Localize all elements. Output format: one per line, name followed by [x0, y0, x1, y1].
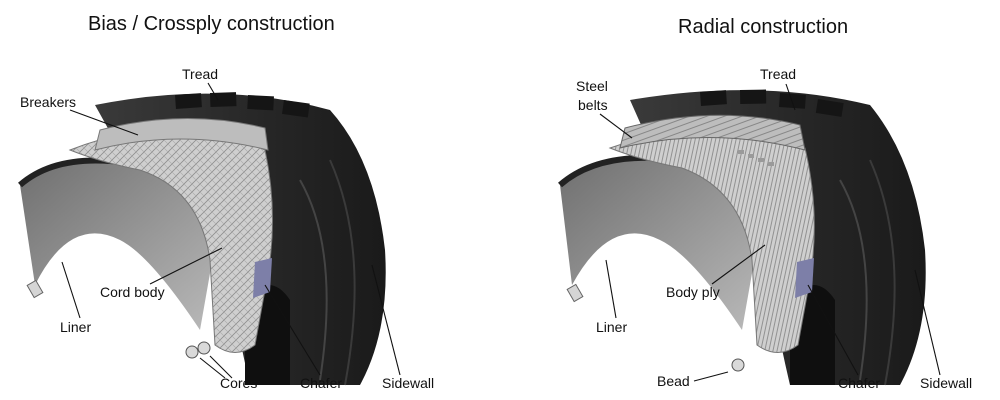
bias-label-cord-body: Cord body — [100, 284, 165, 300]
bias-label-chafer: Chafer — [300, 375, 342, 391]
bias-tread-blocks — [175, 92, 310, 118]
bias-label-breakers: Breakers — [20, 94, 76, 110]
bias-tire-illustration — [18, 92, 386, 386]
bias-liner-surface — [20, 160, 215, 330]
bias-label-liner: Liner — [60, 319, 91, 335]
radial-bead — [731, 358, 745, 372]
bias-label-sidewall: Sidewall — [382, 375, 434, 391]
radial-liner-surface — [560, 157, 757, 330]
radial-steel-belts — [619, 114, 806, 151]
radial-label-tread: Tread — [760, 66, 796, 82]
radial-label-steel-belts-line2: belts — [578, 97, 608, 113]
radial-label-bead: Bead — [657, 373, 690, 389]
radial-chafer — [795, 258, 814, 298]
bias-label-cores: Cores — [220, 375, 257, 391]
radial-tread-blocks — [700, 89, 844, 117]
bias-cores — [185, 341, 211, 359]
radial-label-sidewall: Sidewall — [920, 375, 972, 391]
bias-title: Bias / Crossply construction — [88, 13, 335, 35]
radial-title: Radial construction — [678, 16, 848, 38]
bias-breakers — [94, 117, 269, 151]
radial-label-liner: Liner — [596, 319, 627, 335]
radial-label-steel-belts-line1: Steel — [576, 78, 608, 94]
radial-label-chafer: Chafer — [838, 375, 880, 391]
bias-label-tread: Tread — [182, 66, 218, 82]
radial-label-body-ply: Body ply — [666, 284, 720, 300]
radial-tire-illustration — [558, 89, 926, 386]
